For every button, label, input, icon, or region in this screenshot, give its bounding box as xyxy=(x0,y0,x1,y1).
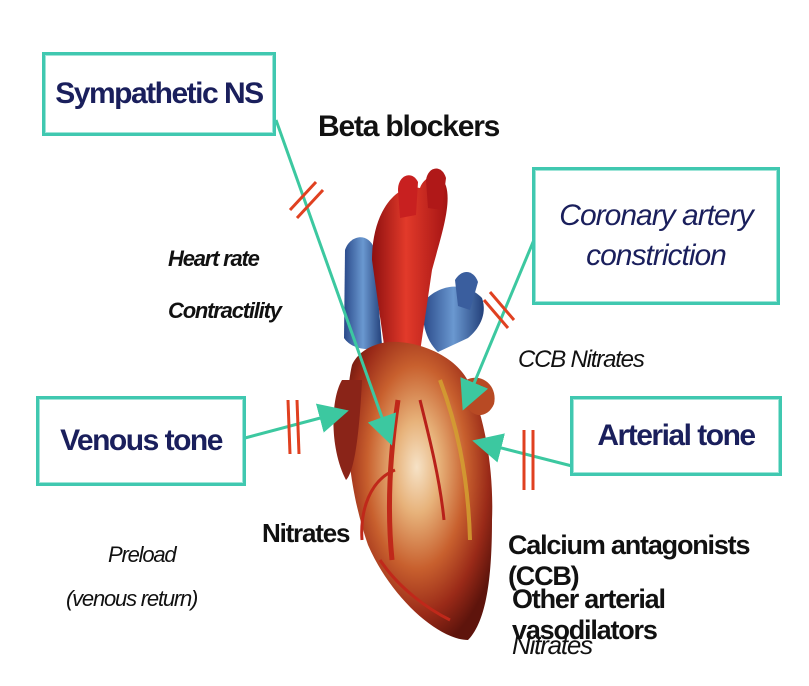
block-mark-venous xyxy=(288,400,299,454)
sympathetic-arrow xyxy=(276,120,390,440)
arterial-tone-box: Arterial tone xyxy=(570,396,782,476)
preload-label: Preload xyxy=(108,542,175,568)
venous-return-label: (venous return) xyxy=(66,586,197,612)
venous-tone-label: Venous tone xyxy=(60,424,222,458)
coronary-line1: Coronary artery xyxy=(559,199,752,233)
venous-arrow xyxy=(245,412,343,438)
venous-tone-box: Venous tone xyxy=(36,396,246,486)
beta-blockers-label: Beta blockers xyxy=(318,110,499,144)
ccb-nitrates-label: CCB Nitrates xyxy=(518,346,644,374)
block-mark-sympathetic xyxy=(290,182,323,218)
coronary-line2: constriction xyxy=(586,239,726,273)
sympathetic-ns-box: Sympathetic NS xyxy=(42,52,276,136)
arterial-tone-label: Arterial tone xyxy=(597,419,754,453)
contractility-label: Contractility xyxy=(168,298,281,324)
coronary-artery-box: Coronary artery constriction xyxy=(532,167,780,305)
nitrates-bottom-label: Nitrates xyxy=(512,630,592,661)
heart-rate-label: Heart rate xyxy=(168,246,259,272)
block-mark-arterial xyxy=(524,430,533,490)
sympathetic-ns-label: Sympathetic NS xyxy=(55,77,262,111)
nitrates-left-label: Nitrates xyxy=(262,518,349,549)
calcium-antagonists-label: Calcium antagonists (CCB) xyxy=(508,530,809,592)
